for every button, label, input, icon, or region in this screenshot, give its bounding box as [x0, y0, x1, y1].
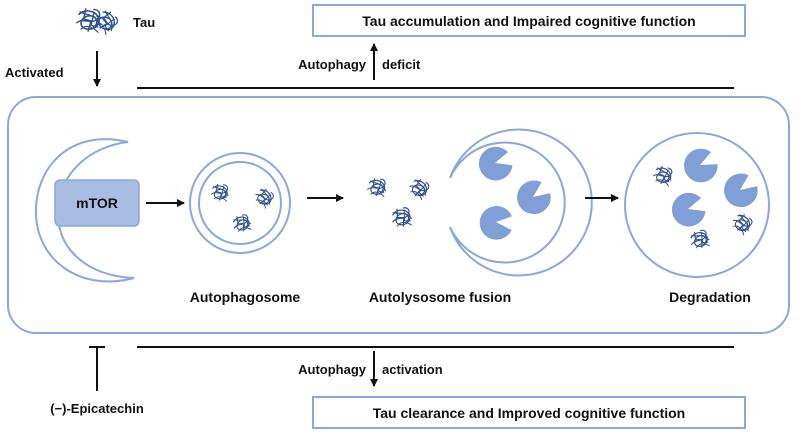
autophagosome	[189, 152, 291, 254]
activated-label: Activated	[5, 65, 64, 80]
autophagy-top-label: Autophagy	[298, 57, 367, 72]
degradation-label: Degradation	[669, 289, 751, 305]
tau-label: Tau	[133, 15, 155, 30]
autolysosome-label: Autolysosome fusion	[369, 289, 511, 305]
mtor-box	[54, 179, 140, 227]
bottom-outcome-text: Tau clearance and Improved cognitive fun…	[373, 405, 685, 421]
activation-label: activation	[382, 362, 443, 377]
top-outcome-box	[312, 4, 746, 37]
autophagy-bottom-label: Autophagy	[298, 362, 367, 377]
degradation	[624, 132, 770, 278]
top-outcome-text: Tau accumulation and Impaired cognitive …	[362, 13, 695, 29]
tau-icon	[75, 6, 122, 37]
autolysosome	[366, 128, 593, 277]
bottom-outcome-box	[312, 396, 746, 429]
autophagosome-label: Autophagosome	[190, 289, 301, 305]
deficit-label: deficit	[382, 57, 421, 72]
mtor-label: mTOR	[76, 195, 118, 211]
epicatechin-label: (−)-Epicatechin	[50, 401, 144, 416]
